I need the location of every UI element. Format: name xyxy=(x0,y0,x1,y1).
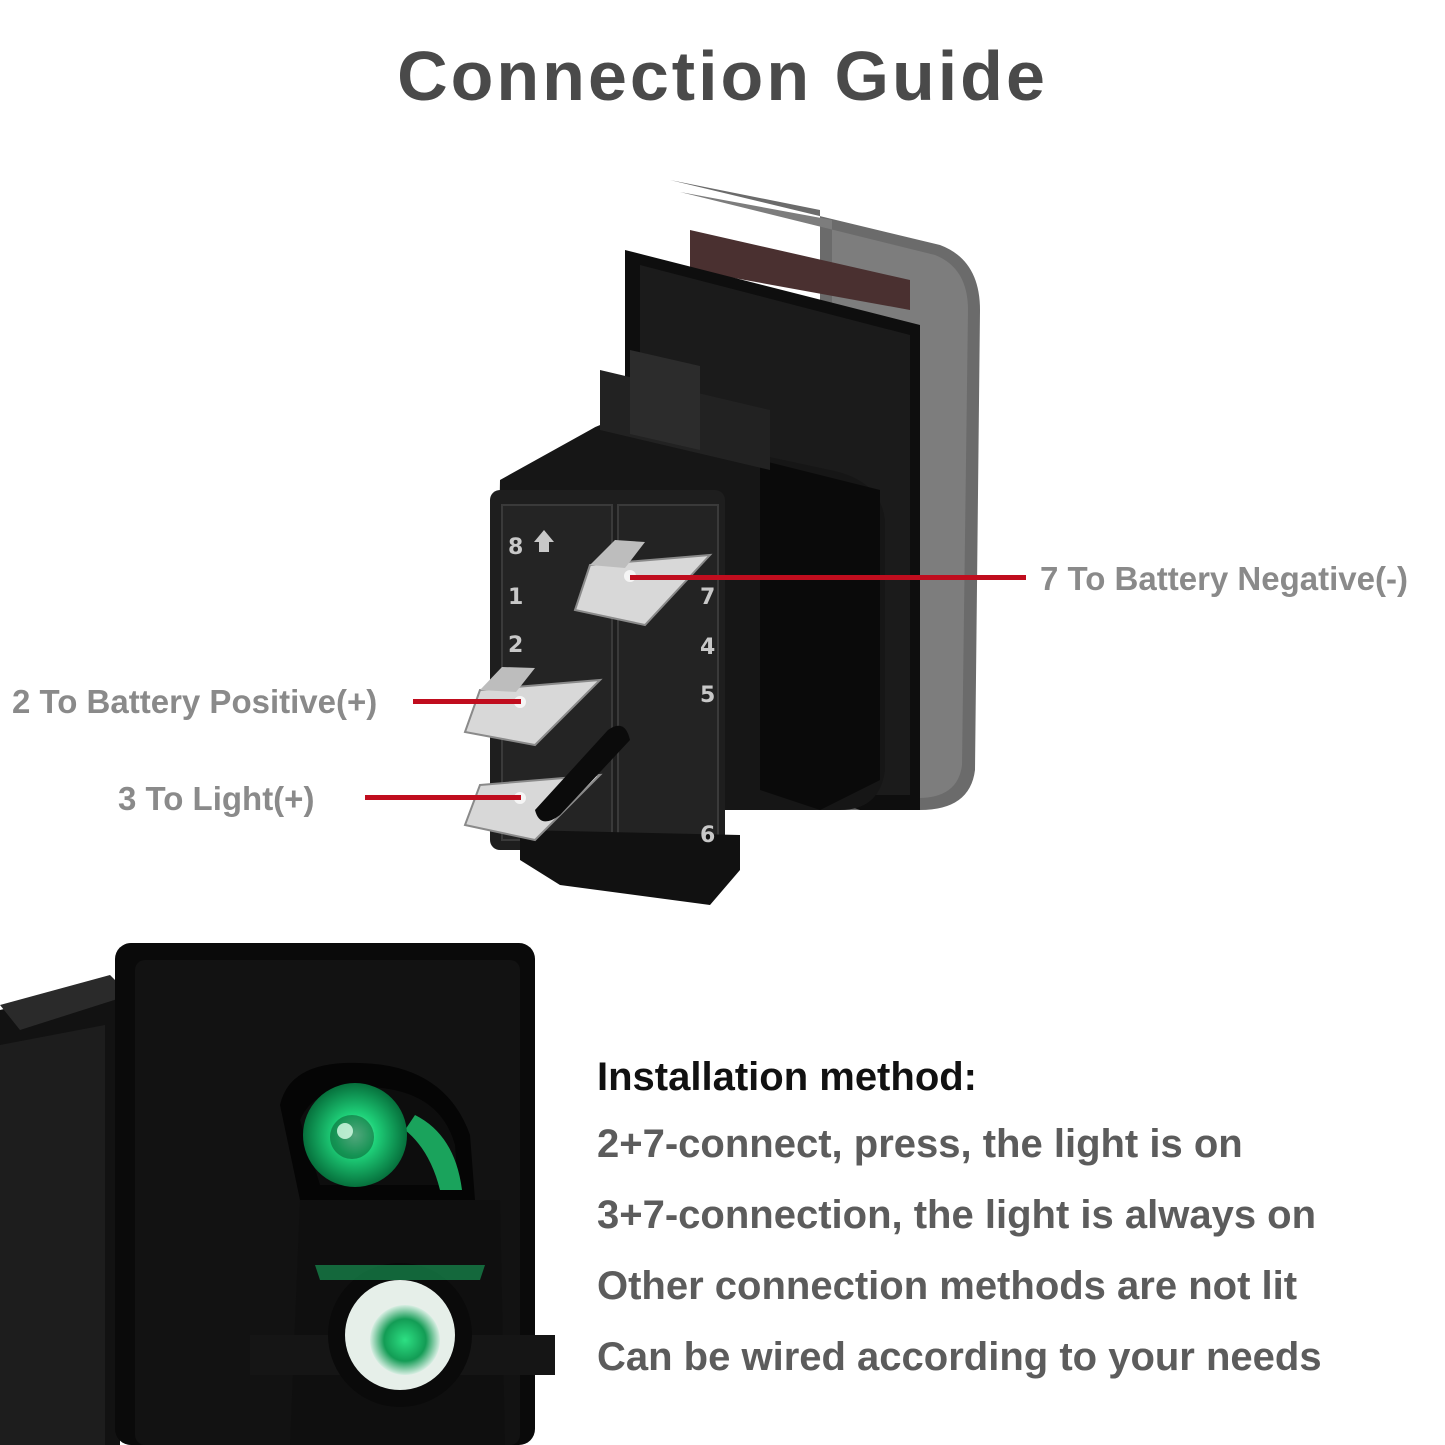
callout-pin7: 7 To Battery Negative(-) xyxy=(1040,560,1408,597)
installation-heading: Installation method: xyxy=(597,1055,977,1099)
page-title: Connection Guide xyxy=(397,37,1048,115)
installation-line: 3+7-connection, the light is always on xyxy=(597,1193,1317,1237)
installation-line: Other connection methods are not lit xyxy=(597,1264,1298,1308)
pin-label: 8 xyxy=(508,535,523,560)
rocker-switch-front-illustration xyxy=(0,943,555,1445)
installation-method-section: Installation method: 2+7-connect, press,… xyxy=(597,1055,1437,1406)
pin-label: 1 xyxy=(508,585,523,610)
pin-label: 5 xyxy=(700,683,715,708)
pin-label: 6 xyxy=(700,823,715,848)
pin-label: 7 xyxy=(700,585,715,610)
pin-label: 2 xyxy=(508,633,523,658)
installation-line: 2+7-connect, press, the light is on xyxy=(597,1122,1243,1166)
callout-pin3: 3 To Light(+) xyxy=(118,780,315,817)
rocker-switch-rear-illustration: 8 1 2 7 4 5 6 xyxy=(463,180,980,905)
lead-line-pin2 xyxy=(413,699,521,704)
installation-line: Can be wired according to your needs xyxy=(597,1335,1322,1379)
lead-line-pin3 xyxy=(365,795,521,800)
arrow-up-icon xyxy=(534,530,554,552)
lead-line-pin7 xyxy=(630,575,1026,580)
led-indicator-bottom xyxy=(370,1305,440,1375)
callout-pin2: 2 To Battery Positive(+) xyxy=(12,683,378,720)
pin-label: 4 xyxy=(700,635,715,660)
